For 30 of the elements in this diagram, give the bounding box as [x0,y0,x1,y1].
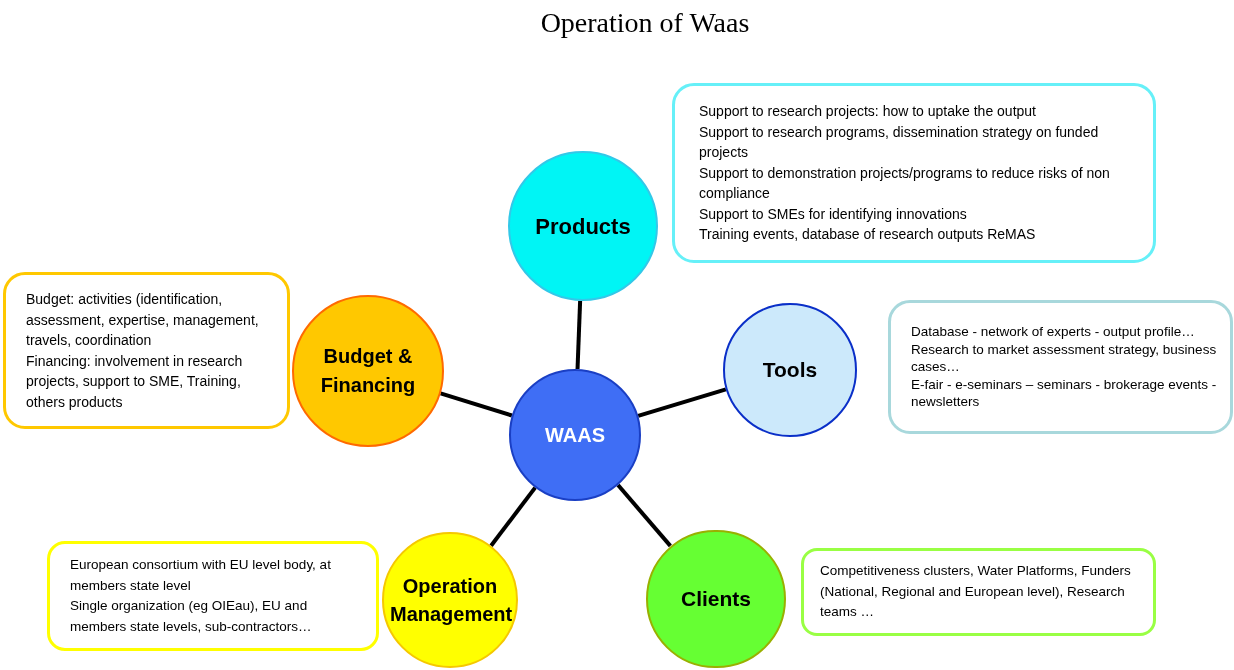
info-text: Competitiveness clusters, Water Platforms, Funders (National, Regional and European level), Research teams … [820,562,1132,622]
circle-label: Tools [762,357,818,384]
info-text: Single organization (eg OIEau), EU and members state levels, sub-contractors… [70,597,313,636]
info-text: Support to demonstration projects/programs to reduce risks of non compliance [699,163,1111,204]
circle-label: WAAS [545,423,605,448]
connector-line [637,387,727,418]
info-box [672,83,1156,263]
circle-label: Products [535,212,631,241]
info-text: Database - network of experts - output profile… [911,323,1196,341]
info-box [801,548,1156,636]
info-text: Budget: activities (identification, assessment, expertise, management, travels, coordination [26,290,260,350]
info-box [47,541,379,651]
info-text: Financing: involvement in research projects, support to SME, Training, others products [26,351,244,412]
info-text: Research to market assessment strategy, business cases… [911,340,1218,376]
connector-line [575,300,583,370]
info-text: Support to research projects: how to uptake the output [699,102,1037,122]
connector-line [489,486,537,547]
info-text: European consortium with EU level body, at members state level [70,556,332,595]
info-text: Training events, database of research outputs ReMAS [699,225,1037,245]
info-text: E-fair - e-seminars – seminars - brokerage events - newsletters [911,375,1218,411]
diagram-title: Operation of Waas [539,6,751,40]
circle-label: Budget & Financing [319,344,417,398]
info-box [3,272,290,429]
info-text: Support to research programs, dissemination strategy on funded projects [699,122,1100,163]
circle-label: Operation Management [390,574,510,627]
connector-line [440,391,513,418]
info-text: Support to SMEs for identifying innovations [699,204,968,224]
connector-line [616,483,672,548]
circle-label: Clients [681,586,751,613]
info-box [888,300,1233,434]
